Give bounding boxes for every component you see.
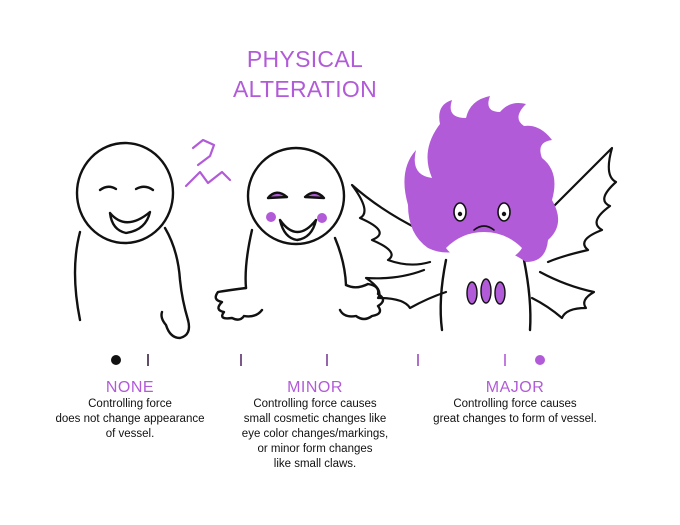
level-minor: MINOR Controlling force causes small cos… — [220, 379, 410, 472]
alteration-scale — [111, 354, 545, 366]
level-none: NONE Controlling force does not change a… — [40, 379, 220, 442]
page-title: PHYSICAL ALTERATION — [190, 44, 420, 104]
title-line-1: PHYSICAL — [246, 46, 364, 72]
transformed-figure — [350, 96, 618, 332]
desc-line: does not change appearance — [55, 413, 205, 425]
marked-figure-right-cheek — [317, 213, 327, 223]
scale-start-marker — [111, 355, 121, 365]
plain-figure-body-left — [73, 230, 82, 322]
plain-figure-body-right — [163, 226, 190, 322]
marked-figure — [214, 146, 385, 321]
level-none-name: NONE — [105, 379, 155, 396]
level-none-description: Controlling force does not change appear… — [40, 397, 220, 442]
level-major: MAJOR Controlling force causes great cha… — [410, 379, 620, 427]
marked-figure-right-eye — [303, 191, 326, 200]
scale-end-marker — [535, 355, 545, 365]
level-major-description: Controlling force causes great changes t… — [410, 397, 620, 427]
plain-figure-head — [75, 141, 175, 245]
level-minor-description: Controlling force causes small cosmetic … — [220, 397, 410, 472]
desc-line: or minor form changes — [257, 443, 373, 455]
marked-figure-left-cheek — [266, 212, 276, 222]
marked-figure-smile — [278, 218, 318, 242]
plain-figure-smile — [108, 210, 152, 235]
marked-figure-body-left — [244, 228, 254, 290]
title-line-2: ALTERATION — [233, 76, 377, 102]
marked-figure-body-right — [333, 236, 348, 287]
marked-figure-left-hand — [214, 286, 264, 321]
transformed-figure-body — [439, 258, 532, 332]
level-minor-name: MINOR — [287, 379, 343, 396]
marked-figure-head — [246, 146, 346, 246]
transformed-figure-face — [446, 232, 522, 264]
desc-line: Controlling force — [88, 398, 172, 410]
plain-figure-hand — [160, 310, 191, 340]
transformed-figure-wings — [350, 146, 618, 320]
plain-figure-left-eye — [98, 185, 118, 192]
marked-figure-left-eye — [266, 191, 289, 200]
desc-line: Controlling force causes — [453, 398, 577, 410]
plain-figure — [73, 141, 191, 340]
transformed-figure-eyes — [453, 202, 511, 222]
desc-line: Controlling force causes — [253, 398, 377, 410]
level-major-name: MAJOR — [485, 379, 545, 396]
desc-line: small cosmetic changes like — [243, 413, 387, 425]
desc-line: of vessel. — [105, 428, 155, 440]
chest-mark-icon — [466, 278, 506, 305]
desc-line: like small claws. — [273, 458, 357, 470]
marked-figure-right-hand — [338, 282, 385, 321]
desc-line: great changes to form of vessel. — [433, 413, 597, 425]
spark-icon — [184, 138, 232, 188]
desc-line: eye color changes/markings, — [241, 428, 389, 440]
flame-head — [404, 96, 559, 262]
plain-figure-right-eye — [134, 185, 155, 192]
